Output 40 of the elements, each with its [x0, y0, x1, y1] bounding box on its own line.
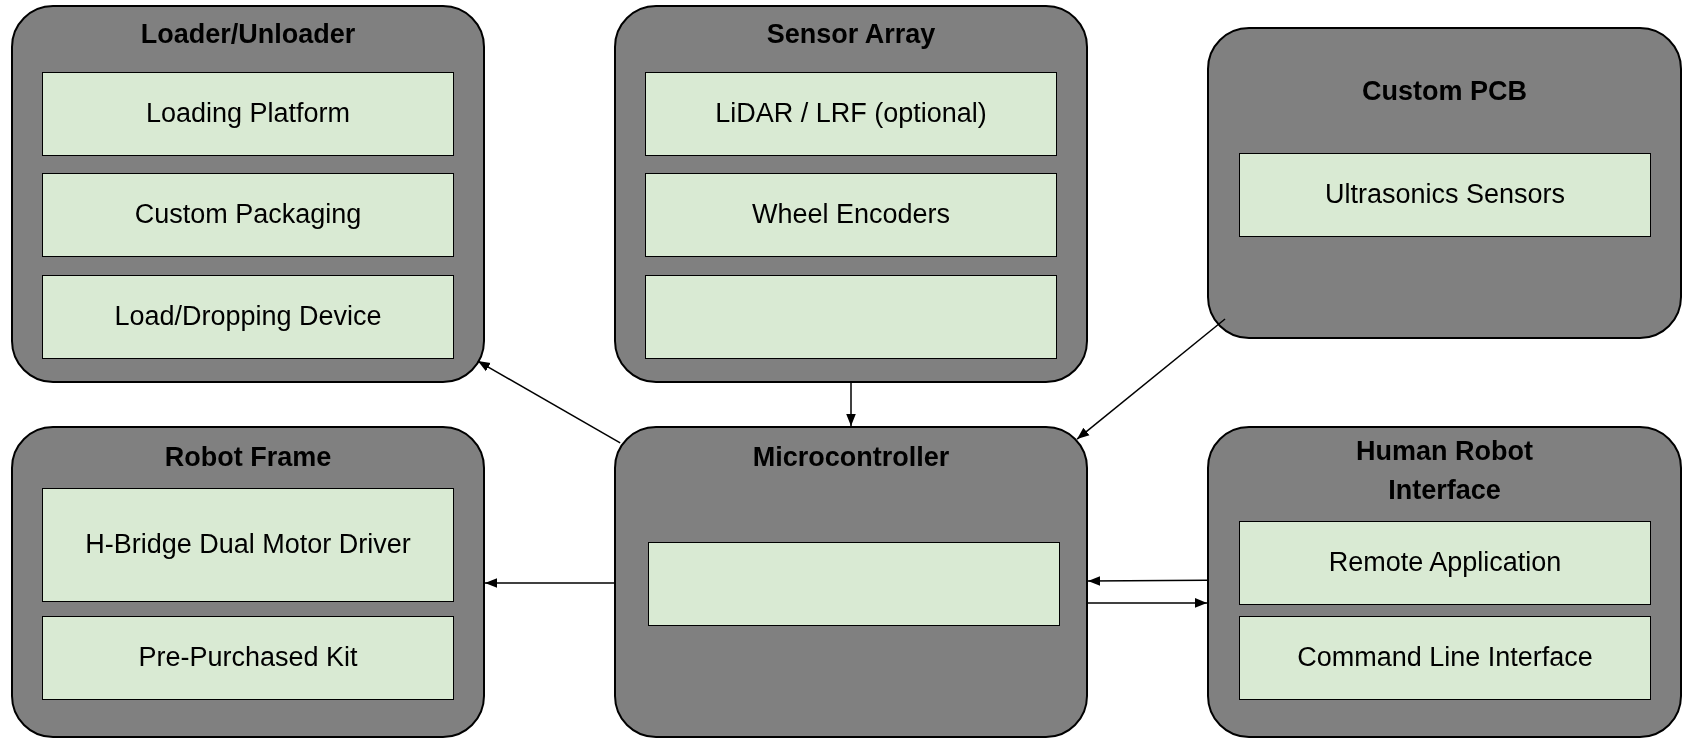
component-label: Command Line Interface — [1297, 641, 1593, 675]
group-title: Loader/Unloader — [139, 18, 357, 51]
component-box — [645, 275, 1057, 359]
component-box — [42, 275, 454, 359]
component-box — [42, 72, 454, 156]
component-box — [42, 173, 454, 257]
group-title: Custom PCB — [1361, 75, 1528, 108]
arrow — [1076, 318, 1226, 440]
arrow — [477, 360, 621, 444]
group-title: Sensor Array — [765, 18, 937, 51]
component-box — [1239, 153, 1651, 237]
component-label: Wheel Encoders — [751, 198, 951, 232]
component-box — [1239, 616, 1651, 700]
group-panel — [614, 426, 1088, 738]
group-panel — [614, 5, 1088, 383]
component-label: Loading Platform — [145, 97, 351, 131]
component-label: Ultrasonics Sensors — [1324, 178, 1566, 212]
component-label: Custom Packaging — [134, 198, 362, 232]
group-title: Microcontroller — [751, 441, 951, 474]
component-box — [42, 616, 454, 700]
group-title: Human Robot Interface — [1355, 435, 1534, 508]
arrow — [1087, 576, 1208, 586]
arrow — [1087, 598, 1208, 608]
group-title: Robot Frame — [163, 441, 333, 474]
component-label: Load/Dropping Device — [114, 300, 382, 334]
component-box — [645, 72, 1057, 156]
arrow — [484, 578, 615, 588]
group-panel — [1207, 27, 1682, 339]
group-panel — [11, 426, 485, 738]
component-box — [42, 488, 454, 602]
component-box — [1239, 521, 1651, 605]
component-label: Remote Application — [1328, 546, 1562, 580]
component-label: Pre-Purchased Kit — [138, 641, 358, 675]
component-box — [648, 542, 1060, 626]
component-label: LiDAR / LRF (optional) — [715, 97, 987, 131]
group-panel — [1207, 426, 1682, 738]
arrow — [846, 382, 856, 427]
component-label: H-Bridge Dual Motor Driver — [85, 528, 411, 562]
group-panel — [11, 5, 485, 383]
component-box — [645, 173, 1057, 257]
